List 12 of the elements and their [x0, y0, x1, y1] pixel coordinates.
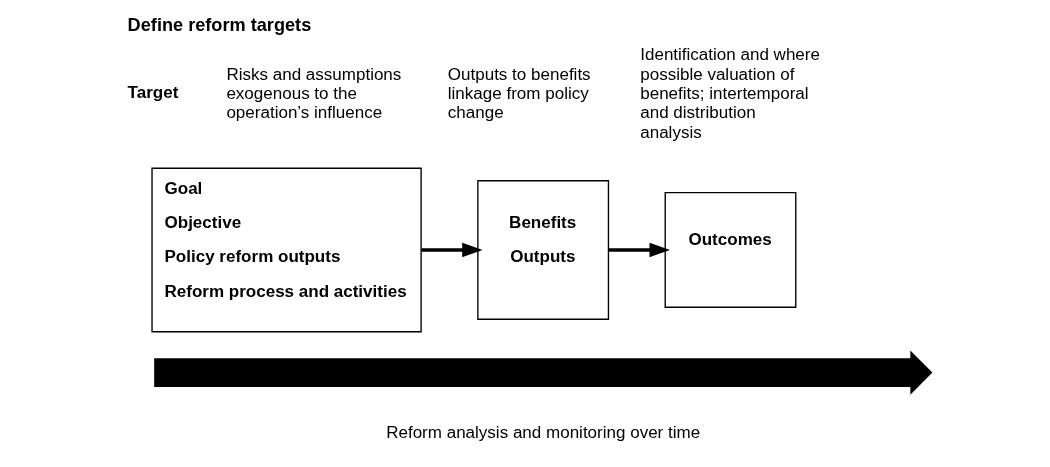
- node-box: Outcomes: [664, 191, 797, 308]
- label: Target: [127, 82, 179, 102]
- arrow: [608, 242, 670, 258]
- node-box: Goal Objective Policy reform outputs Reform process and activities: [151, 167, 422, 333]
- node-label: Reform analysis and monitoring over time: [386, 422, 701, 442]
- node-label: Outputs to benefits linkage from policy change: [447, 64, 591, 123]
- diagram-title: Define reform targets: [127, 14, 312, 35]
- node-label: Risks and assumptions exogenous to the operation’s influence: [226, 64, 402, 123]
- node-box: Benefits Outputs: [477, 180, 610, 320]
- arrow: [421, 242, 483, 258]
- node-label: Identification and where possible valuation of benefits; intertemporal and distribution analysis: [640, 45, 820, 142]
- node-arrow: [154, 350, 933, 395]
